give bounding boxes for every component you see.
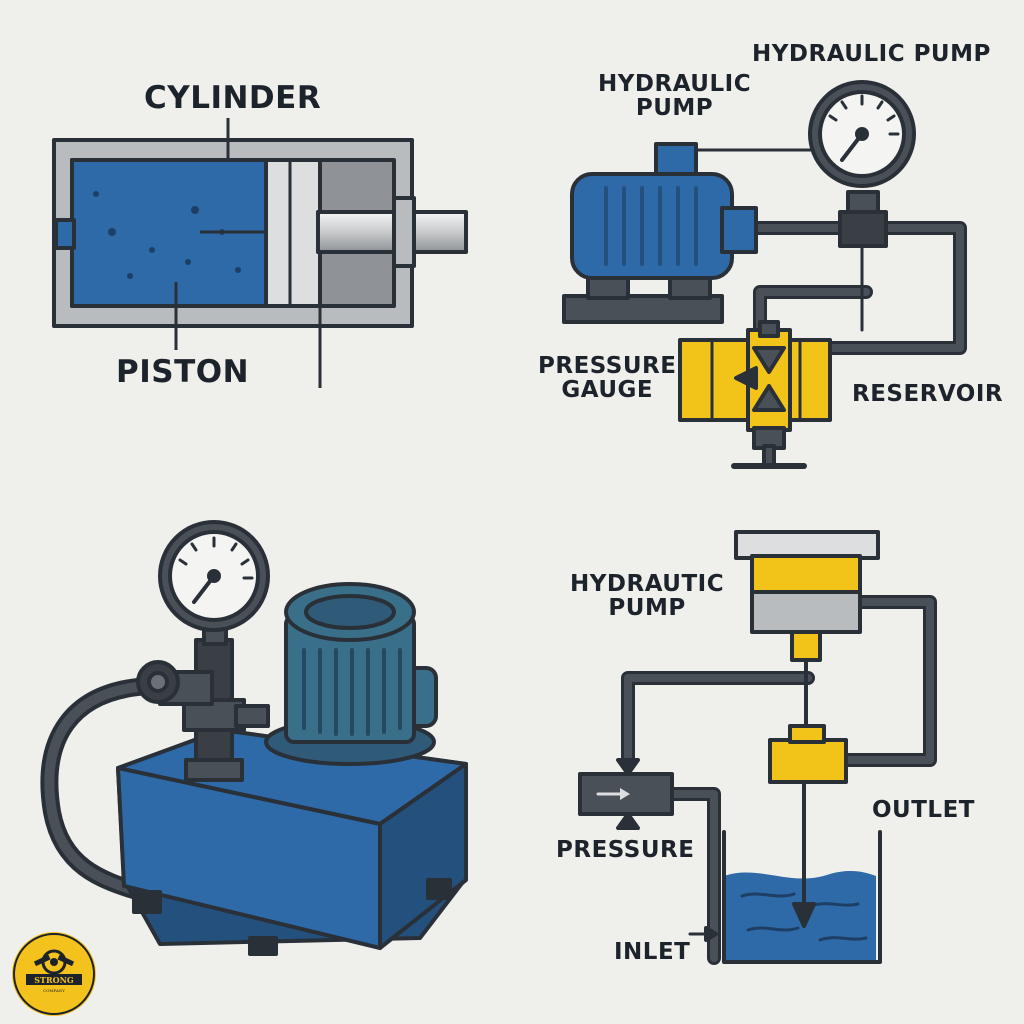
- pump-circuit-diagram: [562, 80, 967, 469]
- pump-body-lower: [750, 590, 862, 634]
- power-unit-illustration: [40, 520, 468, 956]
- flow-arrowhead: [792, 902, 816, 928]
- reservoir-tank-open: [722, 830, 882, 964]
- hydrautic-pump-label: HYDRAUTIC PUMP: [570, 571, 725, 622]
- control-valve: [768, 738, 848, 784]
- base-fitting: [184, 758, 244, 782]
- pipe-branch-inner: [756, 288, 870, 334]
- piston-head: [264, 158, 322, 308]
- outlet-stub: [234, 704, 270, 728]
- fluid-bubbles: [93, 191, 241, 279]
- motor-shaft-coupling: [720, 206, 758, 254]
- pump-body-upper: [750, 554, 862, 594]
- reservoir-label: RESERVOIR: [852, 381, 1004, 407]
- valve-arrow-down: [752, 346, 786, 374]
- fluid-port: [54, 218, 76, 250]
- pressure-gauge-label: PRESSURE GAUGE: [538, 353, 677, 404]
- hydraulic-pump-top-label: HYDRAULIC PUMP: [752, 41, 991, 67]
- logo-subtitle: COMPANY: [43, 988, 65, 993]
- tank-side: [378, 762, 468, 950]
- pump-motor: [570, 172, 734, 280]
- valve-arrow-left: [734, 366, 758, 390]
- pump-base: [562, 294, 724, 324]
- reservoir-circuit-diagram: [578, 530, 937, 965]
- valve-arrow-up: [752, 384, 786, 412]
- outlet-label: OUTLET: [872, 797, 975, 823]
- motor-fan-cover: [304, 594, 396, 630]
- pressure-arrow-down: [616, 758, 640, 776]
- piston-label: PISTON: [116, 354, 250, 390]
- hydraulic-pump-left-label: HYDRAULIC PUMP: [598, 71, 752, 122]
- gear-icon: [13, 933, 95, 1015]
- pressure-arrow-up: [616, 812, 640, 830]
- pump-outlet-fitting: [790, 630, 822, 662]
- pressure-label: PRESSURE: [556, 837, 695, 863]
- logo-title: STRONG MACHINE: [30, 975, 78, 995]
- company-logo-badge: STRONG MACHINE COMPANY: [12, 932, 96, 1016]
- cylinder-leader-lines: [174, 118, 322, 388]
- cylinder-label: CYLINDER: [144, 80, 322, 116]
- inlet-label: INLET: [614, 939, 691, 965]
- gauge-tee: [838, 210, 888, 248]
- rod-gland: [392, 196, 416, 268]
